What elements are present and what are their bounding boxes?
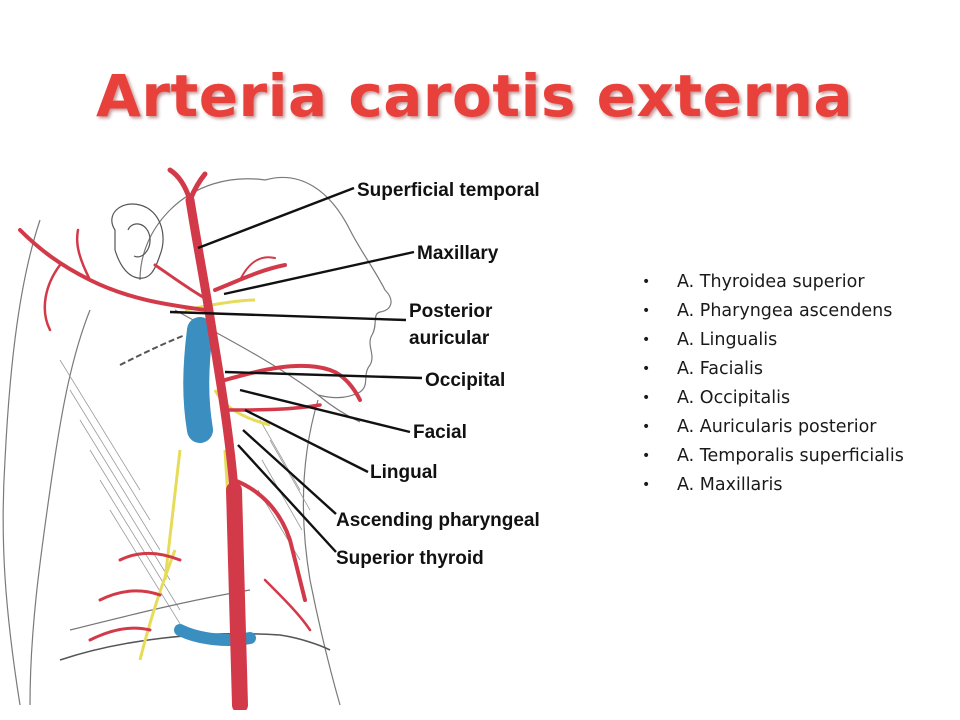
label-leader-lines [169,186,423,553]
label-lingual: Lingual [370,462,438,483]
bullet-marker: • [642,390,651,406]
label-maxillary: Maxillary [417,243,499,264]
label-superior-thyroid: Superior thyroid [336,548,484,569]
anatomy-sketch [2,176,392,706]
list-item: • A. Occipitalis [640,384,950,413]
list-item-text: A. Pharyngea ascendens [677,301,893,321]
list-item: • A. Lingualis [640,326,950,355]
neck-arteries-illustration: Superficial temporal Maxillary Posterior… [2,167,540,710]
list-item: • A. Pharyngea ascendens [640,297,950,326]
label-ascending-pharyngeal: Ascending pharyngeal [336,510,540,531]
figure-labels: Superficial temporal Maxillary Posterior… [336,180,540,569]
list-item: • A. Temporalis superficialis [640,442,950,471]
list-item: • A. Auricularis posterior [640,413,950,442]
list-item-text: A. Maxillaris [677,475,783,495]
slide-title: Arteria carotis externa [96,62,854,130]
label-posterior-auricular-line1: Posterior [409,301,493,322]
bullet-marker: • [642,303,651,319]
list-item-text: A. Lingualis [677,330,778,350]
list-item: • A. Maxillaris [640,471,950,500]
list-item-text: A. Facialis [677,359,764,379]
bullet-marker: • [642,274,651,290]
list-item-text: A. Thyroidea superior [677,272,865,292]
label-facial: Facial [413,422,467,443]
bullet-marker: • [642,477,651,493]
list-item: • A. Thyroidea superior [640,268,950,297]
list-item-text: A. Temporalis superficialis [677,446,904,466]
anatomy-figure: Superficial temporal Maxillary Posterior… [0,160,600,710]
bullet-marker: • [642,361,651,377]
list-item: • A. Facialis [640,355,950,384]
bullet-marker: • [642,419,651,435]
list-item-text: A. Auricularis posterior [677,417,877,437]
branch-list: • A. Thyroidea superior • A. Pharyngea asc… [640,268,950,500]
bullet-marker: • [642,448,651,464]
label-superficial-temporal: Superficial temporal [357,180,540,201]
bullet-marker: • [642,332,651,348]
label-occipital: Occipital [425,370,505,391]
arteries [18,167,362,710]
list-item-text: A. Occipitalis [677,388,791,408]
label-posterior-auricular-line2: auricular [409,328,490,349]
